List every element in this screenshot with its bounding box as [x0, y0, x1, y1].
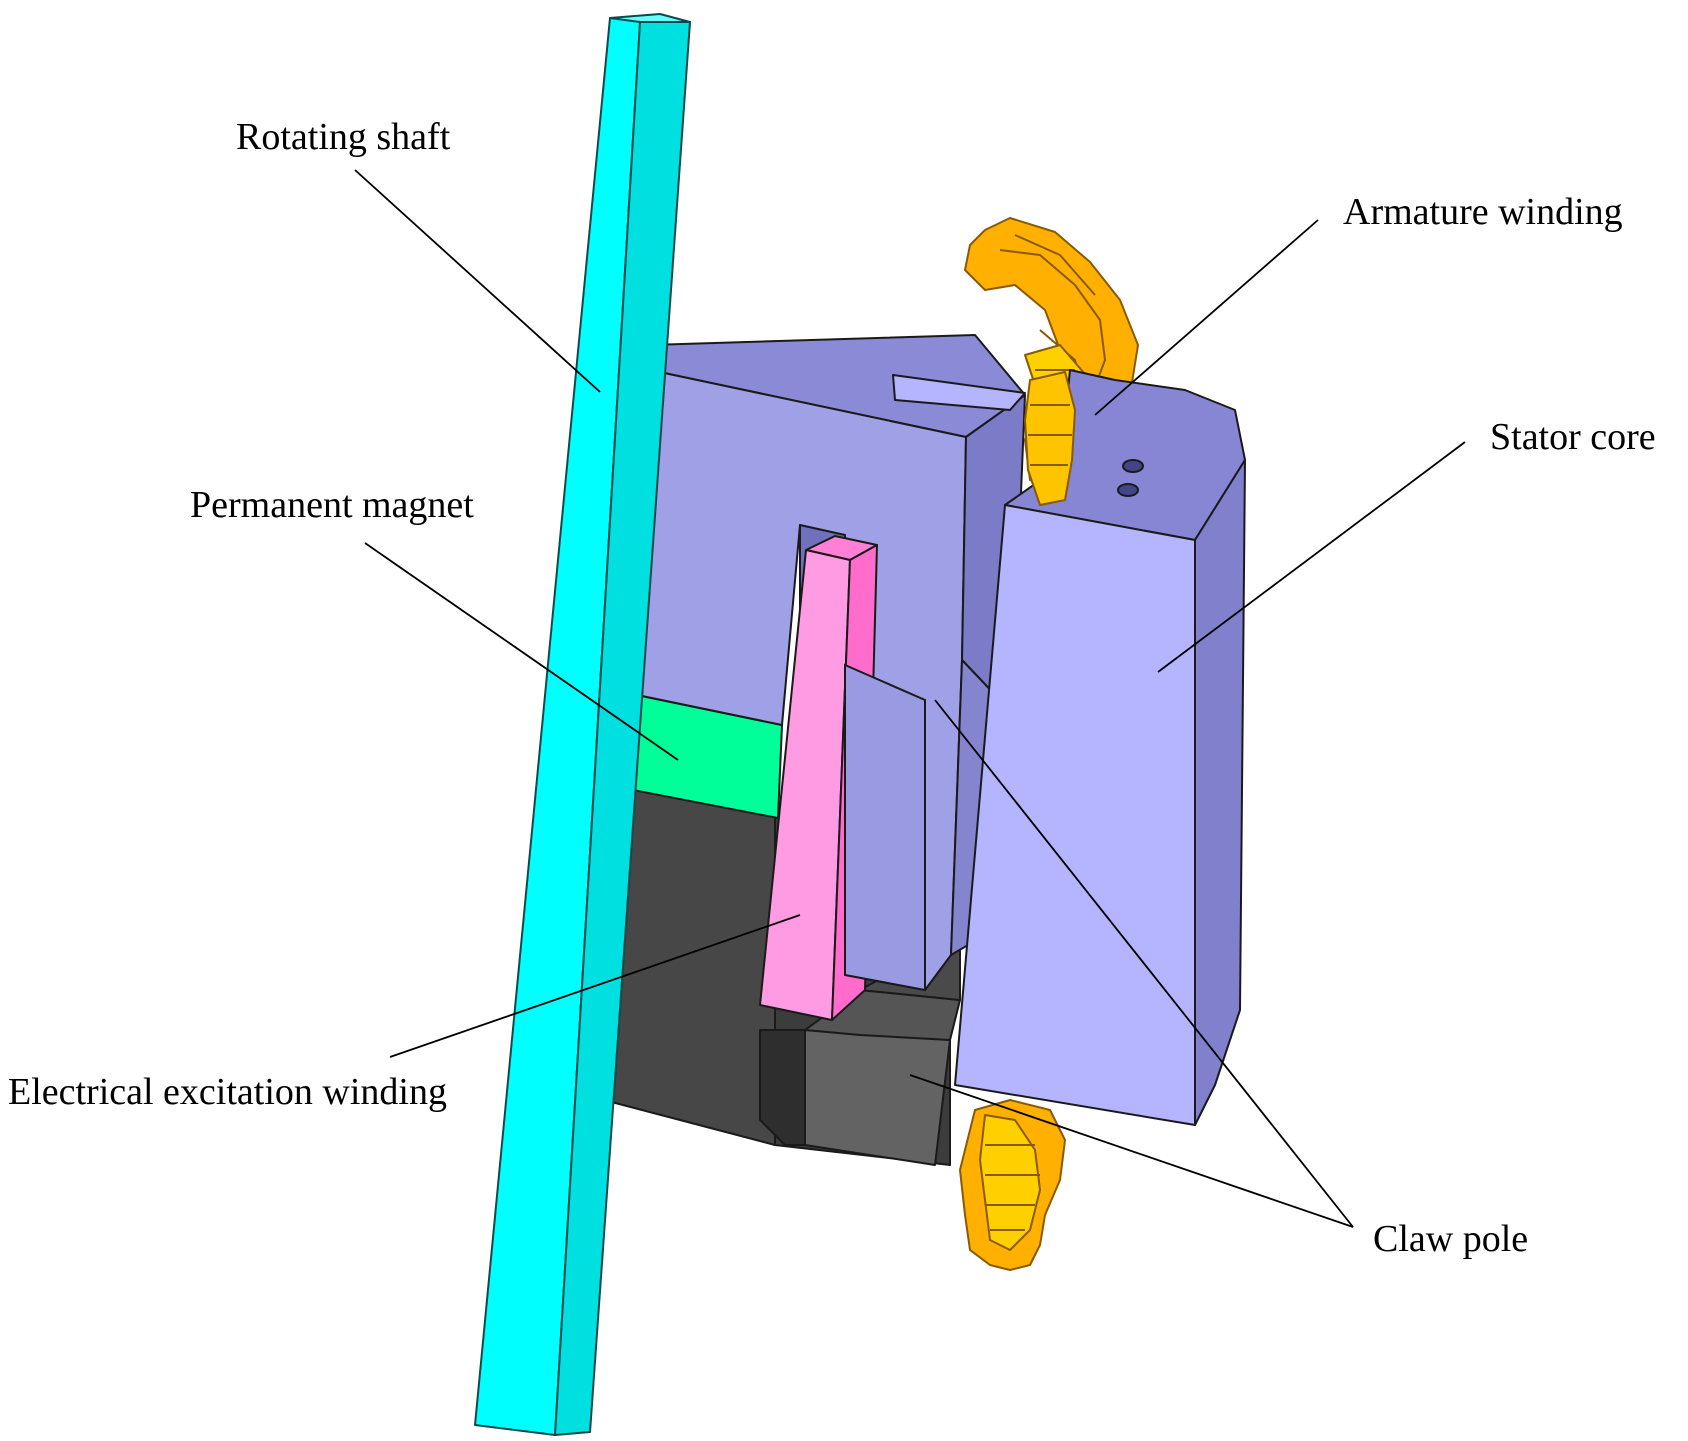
leader-claw-pole-2: [909, 1074, 1354, 1228]
leader-rotating-shaft: [354, 169, 601, 393]
leader-armature-winding: [1094, 219, 1319, 416]
label-rotating-shaft: Rotating shaft: [236, 116, 451, 158]
rotating-shaft: [474, 13, 691, 1436]
label-permanent-magnet: Permanent magnet: [190, 484, 474, 526]
stator-core: [954, 369, 1246, 1126]
leader-permanent-magnet: [364, 542, 679, 761]
label-armature-winding: Armature winding: [1343, 191, 1623, 233]
label-electrical-excitation-winding: Electrical excitation winding: [8, 1071, 447, 1113]
label-stator-core: Stator core: [1490, 416, 1656, 458]
claw-pole-finger: [844, 663, 926, 992]
armature-winding-bottom: [959, 1099, 1066, 1271]
leader-excitation-winding: [389, 914, 801, 1058]
leader-claw-pole-1: [934, 699, 1354, 1228]
armature-winding-front: [1024, 371, 1076, 506]
leader-lines: [354, 169, 1466, 1228]
leader-stator-core: [1157, 441, 1466, 673]
label-claw-pole: Claw pole: [1373, 1218, 1529, 1260]
